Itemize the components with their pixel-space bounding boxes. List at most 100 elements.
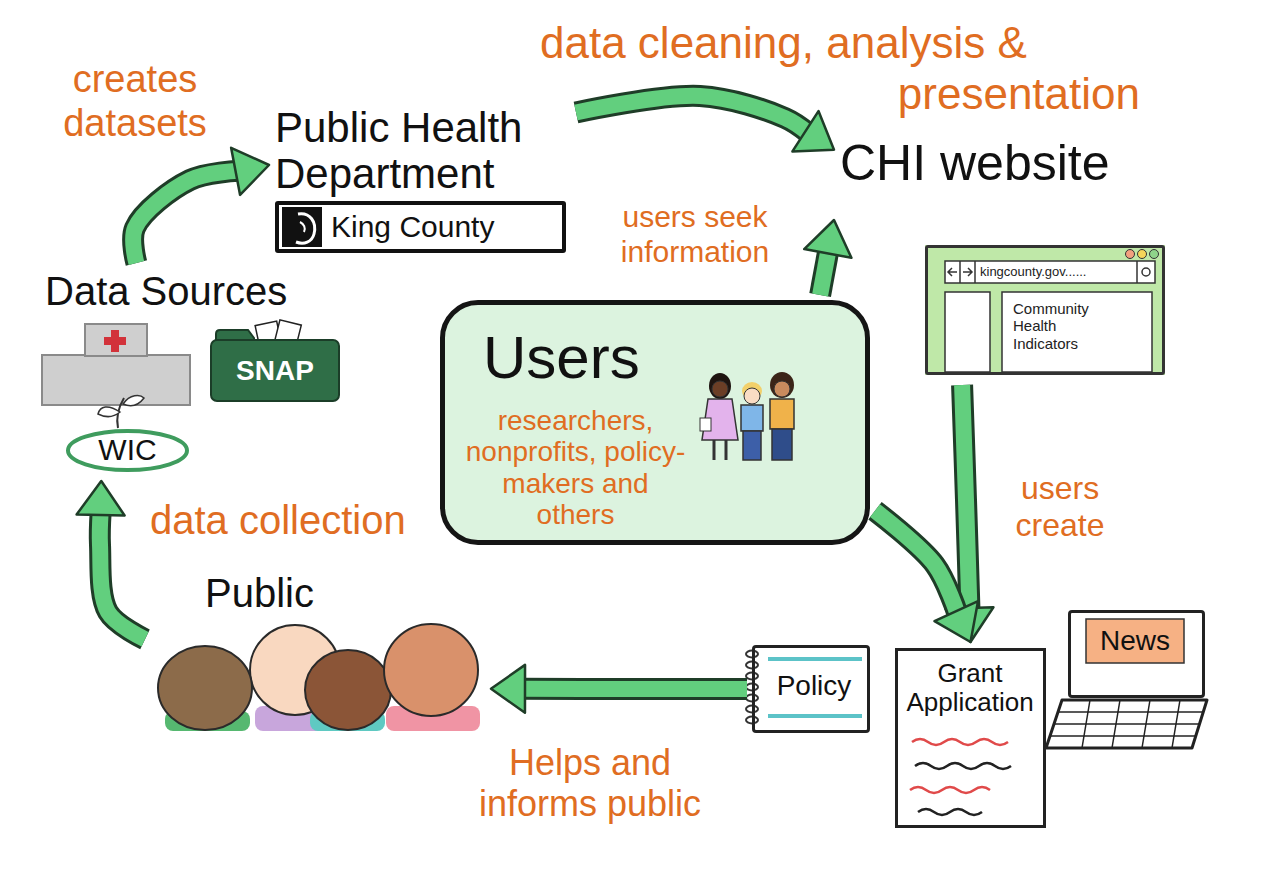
laptop-drawing [1142, 700, 1150, 748]
leaf-sprig [98, 396, 144, 428]
notebook-drawing [752, 645, 870, 733]
browser-window [1126, 250, 1135, 259]
flow-arrow [875, 511, 978, 642]
arrow-outline [576, 96, 808, 133]
node-title: News [1090, 624, 1180, 658]
wic-oval: WIC [65, 428, 196, 473]
browser-window [945, 292, 990, 372]
users-box: Usersresearchers, nonprofits, policy-mak… [440, 300, 870, 545]
arrow-head [804, 220, 851, 258]
edge-label: users seek information [600, 200, 790, 269]
arrow-shaft [962, 385, 969, 611]
arrow-shaft [820, 250, 828, 295]
laptop-drawing [1086, 619, 1184, 663]
people-figures [713, 440, 716, 460]
users-box-fill [442, 302, 868, 543]
notebook-drawing [768, 714, 862, 718]
leaf-sprig [123, 396, 144, 406]
people-figures [744, 388, 760, 404]
people-figures [774, 381, 790, 397]
laptop-drawing [1112, 700, 1120, 748]
public-group: Public [150, 570, 485, 735]
news-laptop-screen: News [1068, 610, 1205, 698]
node-title: Data Sources [45, 268, 345, 314]
people-figures [770, 372, 794, 398]
laptop-drawing [1055, 723, 1199, 725]
browser-window [1136, 261, 1138, 283]
arrow-outline [133, 171, 238, 263]
arrow-shaft [576, 96, 808, 133]
edge-label: creates datasets [40, 58, 230, 145]
king-county-box: King County [275, 201, 566, 253]
hospital-icon [42, 324, 190, 405]
node-title: Public [205, 570, 405, 616]
people-figures [712, 381, 728, 397]
snap-folder: SNAP [210, 320, 340, 402]
grant-application-page: Grant Application [895, 648, 1046, 828]
website-heading: CHI websitekingcounty.gov......Community… [840, 135, 1181, 380]
edge-label: Helps and informs public [455, 742, 725, 825]
laptop-drawing [1046, 610, 1207, 748]
edge-label: users create [995, 470, 1125, 544]
browser-window [963, 268, 972, 276]
arrow-outline [100, 512, 145, 639]
arrow-shaft [875, 511, 958, 614]
crowd-heads [158, 624, 480, 731]
edge-label-holder: data collection [150, 497, 450, 543]
hospital-icon [85, 324, 147, 356]
flow-arrow [804, 220, 851, 295]
king-county-logo [300, 222, 305, 232]
flow-arrow [491, 665, 747, 713]
arrow-shaft [522, 681, 747, 697]
arrow-head [491, 665, 525, 713]
crowd-heads [158, 646, 252, 730]
folder-body [211, 340, 339, 401]
arrow-outline [820, 250, 828, 295]
people-figures [741, 405, 763, 431]
people-figures [700, 372, 794, 460]
hospital-icon [104, 337, 126, 345]
arrow-outline [522, 678, 747, 700]
edge-label-holder: users create [995, 470, 1125, 544]
paper-drawing [895, 648, 1045, 828]
users-box-fill [442, 302, 868, 543]
edge-label-holder: data cleaning, analysis & presentation [540, 18, 1140, 119]
department-heading: Public Health DepartmentKing County [275, 105, 571, 255]
edge-label: data collection [150, 497, 450, 543]
node-title: King County [331, 209, 556, 245]
arrow-shaft [133, 171, 238, 263]
laptop-drawing [1068, 610, 1205, 698]
node-title: kingcounty.gov...... [980, 262, 1130, 282]
people-figures [743, 431, 761, 460]
laptop-drawing [1046, 700, 1207, 748]
browser-window [974, 261, 976, 283]
crowd-heads [384, 624, 478, 716]
arrow-shaft [100, 512, 145, 639]
people-figures [725, 440, 728, 460]
node-title: SNAP [218, 354, 332, 388]
flow-arrow [77, 481, 145, 639]
leaf-sprig [98, 407, 120, 417]
paper-drawing [915, 763, 1011, 769]
arrow-outline [962, 385, 969, 611]
king-county-logo [296, 214, 315, 243]
node-title: Policy [768, 669, 860, 703]
king-county-logo [282, 207, 322, 247]
edge-label-holder: creates datasets [40, 58, 230, 145]
node-title: Public Health Department [275, 105, 565, 197]
notebook-drawing [746, 645, 870, 733]
people-figures [770, 399, 794, 429]
king-county-logo [282, 207, 322, 247]
hospital-icon [42, 355, 190, 405]
arrow-head [231, 148, 269, 195]
browser-window [1002, 292, 1152, 372]
edge-label: data cleaning, analysis & presentation [540, 18, 1140, 119]
browser-window [959, 261, 961, 283]
arrow-head [792, 111, 834, 151]
node-title: Grant Application [903, 659, 1037, 716]
policy-notebook: Policy [752, 645, 870, 733]
browser-window [1150, 250, 1159, 259]
browser-window [945, 261, 1155, 283]
browser-window: kingcounty.gov......Community Health Ind… [925, 245, 1165, 375]
node-title: WIC [65, 432, 190, 468]
